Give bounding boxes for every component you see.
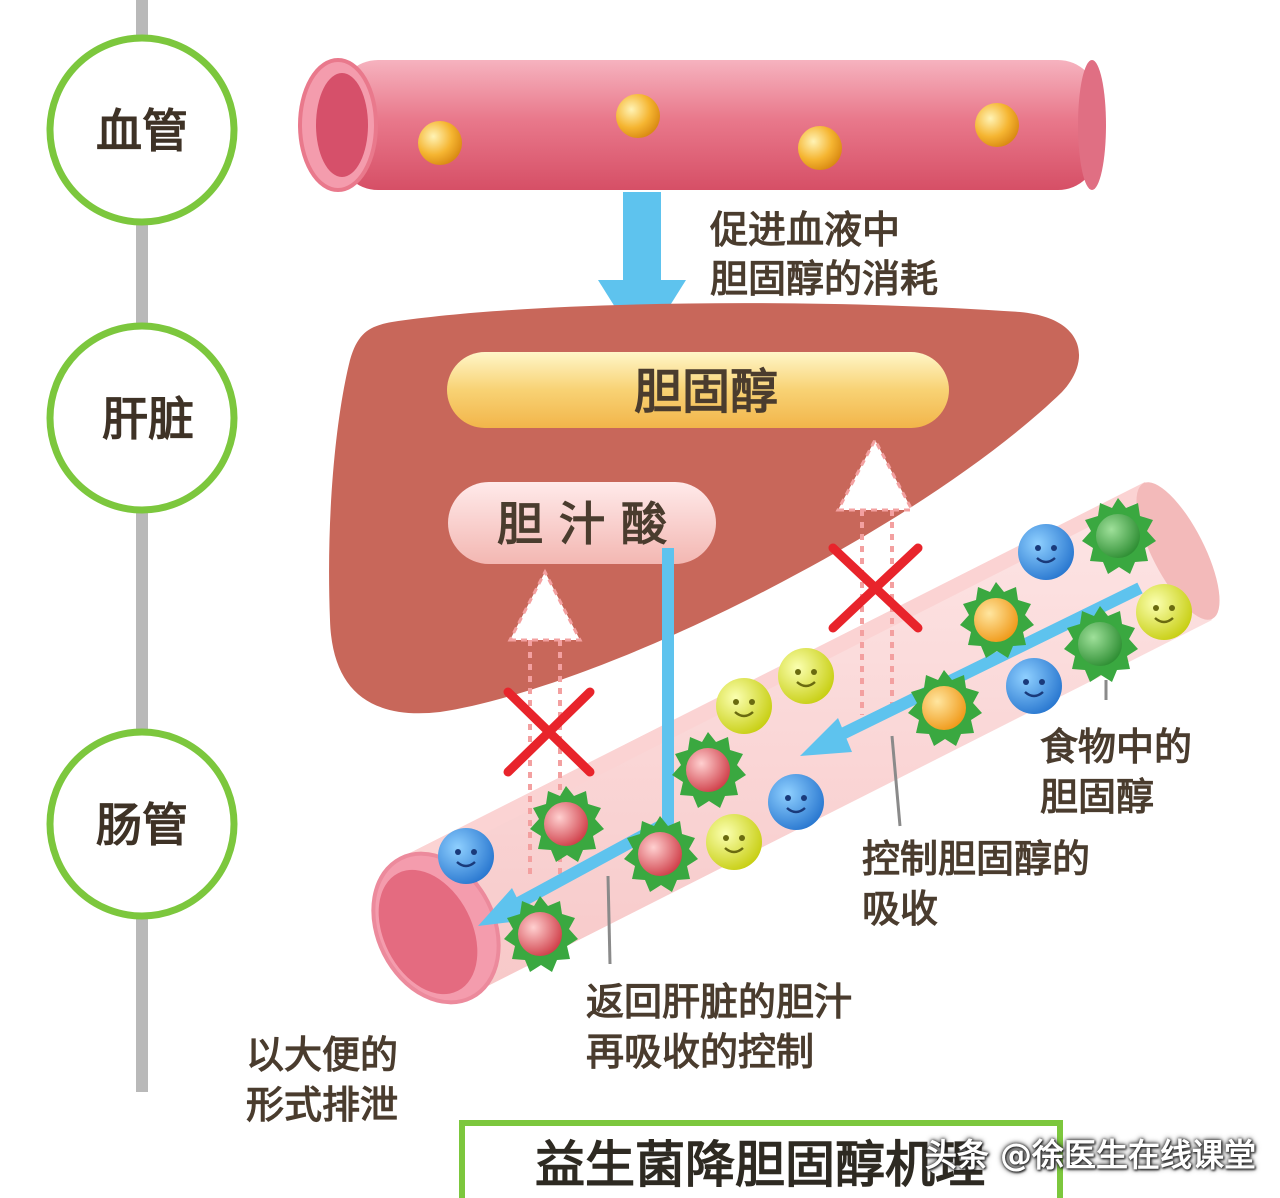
note-bile-line2: 再吸收的控制 — [586, 1030, 814, 1074]
title-box: 益生菌降胆固醇机理 — [459, 1120, 1063, 1198]
cross-bile-reabsorb — [503, 687, 595, 777]
note-feces-line2: 形式排泄 — [246, 1083, 398, 1127]
intestine-particles — [438, 498, 1192, 972]
note-bile-line1: 返回肝脏的胆汁 — [586, 980, 852, 1024]
note-promote-line2: 胆固醇的消耗 — [710, 257, 938, 301]
watermark-text: 头条 @徐医生在线课堂 — [924, 1136, 1256, 1174]
stage-circle-liver: 肝脏 — [46, 322, 238, 514]
diagram-title: 益生菌降胆固醇机理 — [535, 1136, 985, 1194]
stage-label-vessel: 血管 — [96, 104, 188, 158]
stage-label-intestine: 肠管 — [96, 798, 188, 852]
stage-circle-vessel: 血管 — [46, 34, 238, 226]
note-promote-line1: 促进血液中 — [709, 208, 900, 252]
arrow-food-cholesterol-flow — [800, 582, 1143, 756]
note-feces-line1: 以大便的 — [246, 1033, 398, 1077]
note-food-line1: 食物中的 — [1040, 725, 1192, 769]
blood-cholesterol-particles — [418, 94, 1019, 170]
stage-circle-intestine: 肠管 — [46, 728, 238, 920]
leader-lines — [606, 680, 1108, 965]
note-food-line2: 胆固醇 — [1040, 775, 1154, 819]
bile-acid-label: 胆 汁 酸 — [497, 497, 668, 551]
note-control-line2: 吸收 — [862, 887, 938, 931]
cross-cholesterol-absorb — [828, 543, 923, 633]
arrow-cholesterol-absorb-blocked — [835, 436, 915, 715]
liver-cholesterol-bar: 胆固醇 — [447, 352, 949, 428]
note-control-line1: 控制胆固醇的 — [862, 837, 1090, 881]
liver-cholesterol-label: 胆固醇 — [634, 364, 778, 420]
bile-acid-pill: 胆 汁 酸 — [448, 482, 716, 564]
blood-vessel — [298, 58, 1106, 192]
stage-label-liver: 肝脏 — [102, 392, 194, 446]
